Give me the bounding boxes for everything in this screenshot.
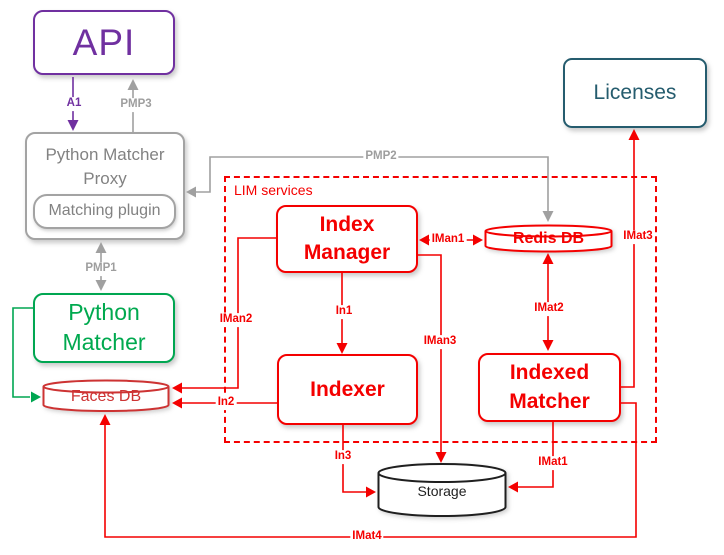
- edge-label-imat3: IMat3: [621, 230, 655, 244]
- python-matcher-label: Python Matcher: [62, 299, 146, 355]
- edge-label-iman1: IMan1: [429, 233, 467, 247]
- indexed-matcher-label: Indexed Matcher: [509, 361, 590, 413]
- storage-cylinder: Storage: [377, 462, 507, 518]
- edge-label-iman2: IMan2: [217, 313, 255, 327]
- edge-a1-arrow: [67, 120, 79, 131]
- faces-db-cylinder: Faces DB: [42, 379, 170, 413]
- edge-label-in3: In3: [332, 450, 354, 464]
- storage-label: Storage: [417, 483, 467, 499]
- python-matcher-node: Python Matcher: [33, 293, 175, 363]
- api-label: API: [72, 21, 136, 63]
- python-matcher-proxy-node: Python Matcher Proxy Matching plugin: [25, 132, 185, 240]
- edge-label-iman3: IMan3: [421, 335, 459, 349]
- edge-label-in1: In1: [333, 305, 355, 319]
- indexed-matcher-node: Indexed Matcher: [478, 353, 621, 422]
- index-manager-node: Index Manager: [276, 205, 418, 273]
- redis-db-label: Redis DB: [512, 230, 585, 247]
- indexer-node: Indexer: [277, 354, 418, 425]
- indexer-label: Indexer: [310, 377, 385, 401]
- redis-db-shape: [484, 224, 613, 253]
- edge-label-imat4: IMat4: [350, 530, 384, 544]
- edge-label-pmp3: PMP3: [118, 98, 154, 112]
- python-matcher-proxy-label: Python Matcher Proxy: [45, 145, 165, 188]
- redis-db-cylinder: Redis DB: [484, 224, 613, 254]
- faces-db-label: Faces DB: [70, 388, 142, 405]
- api-node: API: [33, 10, 175, 75]
- index-manager-label: Index Manager: [303, 212, 391, 264]
- edge-label-pmp1: PMP1: [83, 262, 119, 276]
- edge-label-a1: A1: [64, 97, 84, 111]
- lim-services-label: LIM services: [234, 182, 313, 198]
- licenses-node: Licenses: [563, 58, 707, 128]
- matching-plugin-label: Matching plugin: [48, 202, 161, 220]
- edge-label-pmp2: PMP2: [363, 150, 399, 164]
- edge-python-matcher-facesdb-line: [12, 307, 33, 398]
- licenses-label: Licenses: [593, 81, 677, 104]
- edge-label-imat2: IMat2: [532, 302, 566, 316]
- edge-label-imat1: IMat1: [536, 456, 570, 470]
- edge-python-matcher-facesdb-arrow: [31, 391, 41, 403]
- matching-plugin-node: Matching plugin: [33, 194, 176, 229]
- edge-label-in2: In2: [215, 396, 237, 410]
